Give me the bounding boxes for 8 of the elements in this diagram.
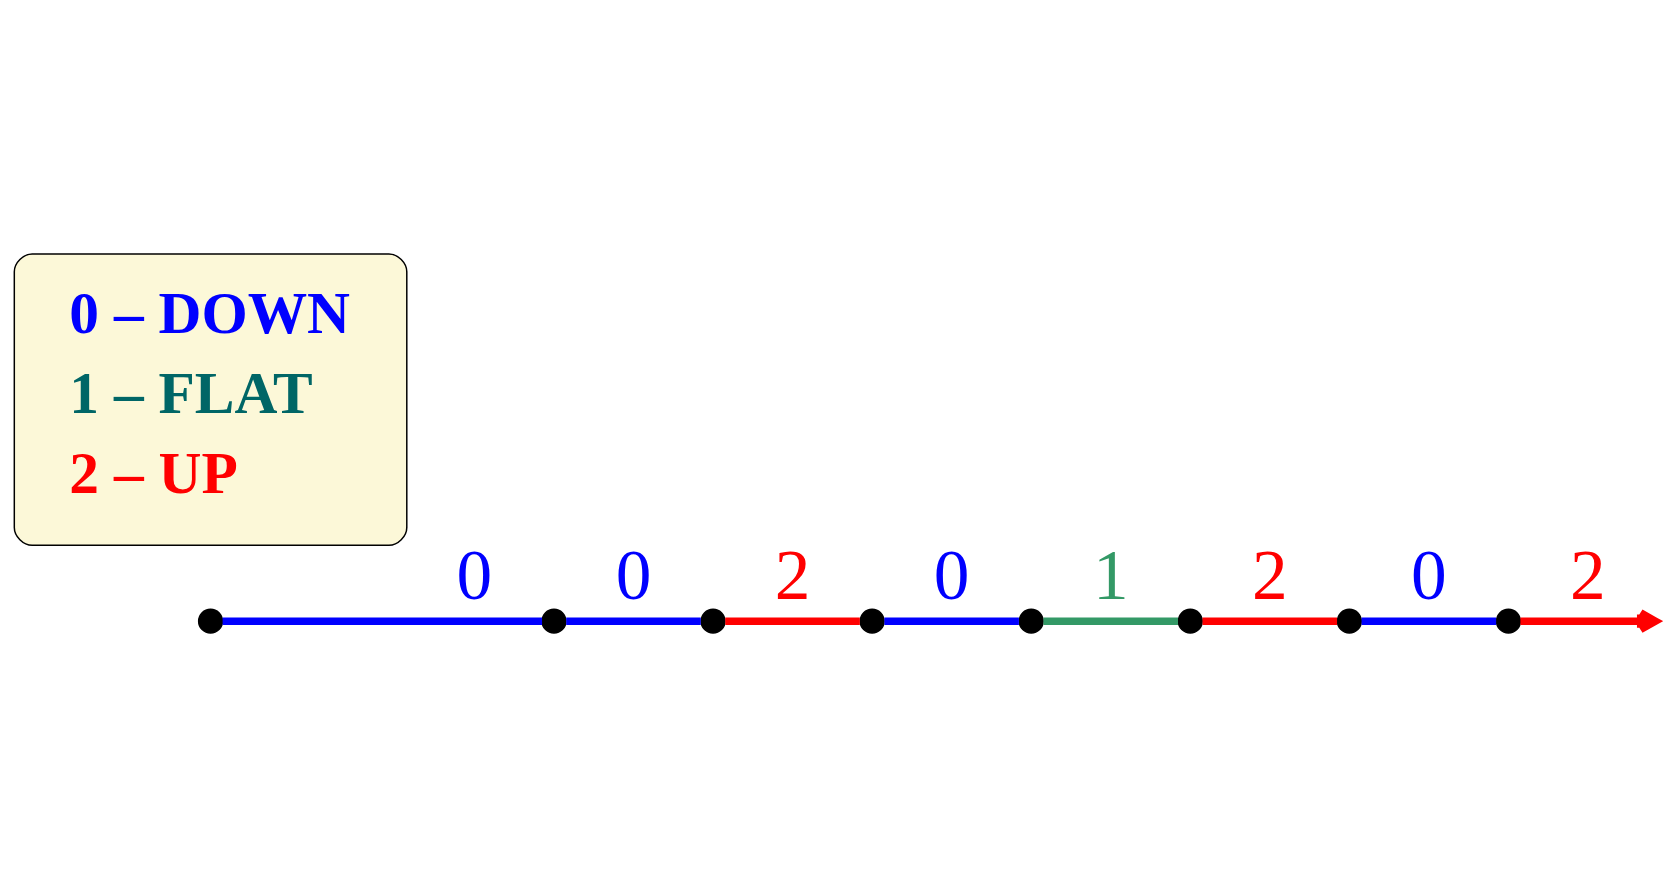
edge-label: 0 — [456, 534, 493, 614]
edge-label: 1 — [1092, 534, 1129, 614]
edge-label: 2 — [1251, 534, 1288, 614]
edge-label: 2 — [774, 534, 811, 614]
edge-label: 0 — [1411, 534, 1447, 614]
edge-label: 0 — [933, 534, 970, 614]
edge-label: 0 — [615, 534, 652, 614]
edge-label: 2 — [1570, 534, 1606, 614]
